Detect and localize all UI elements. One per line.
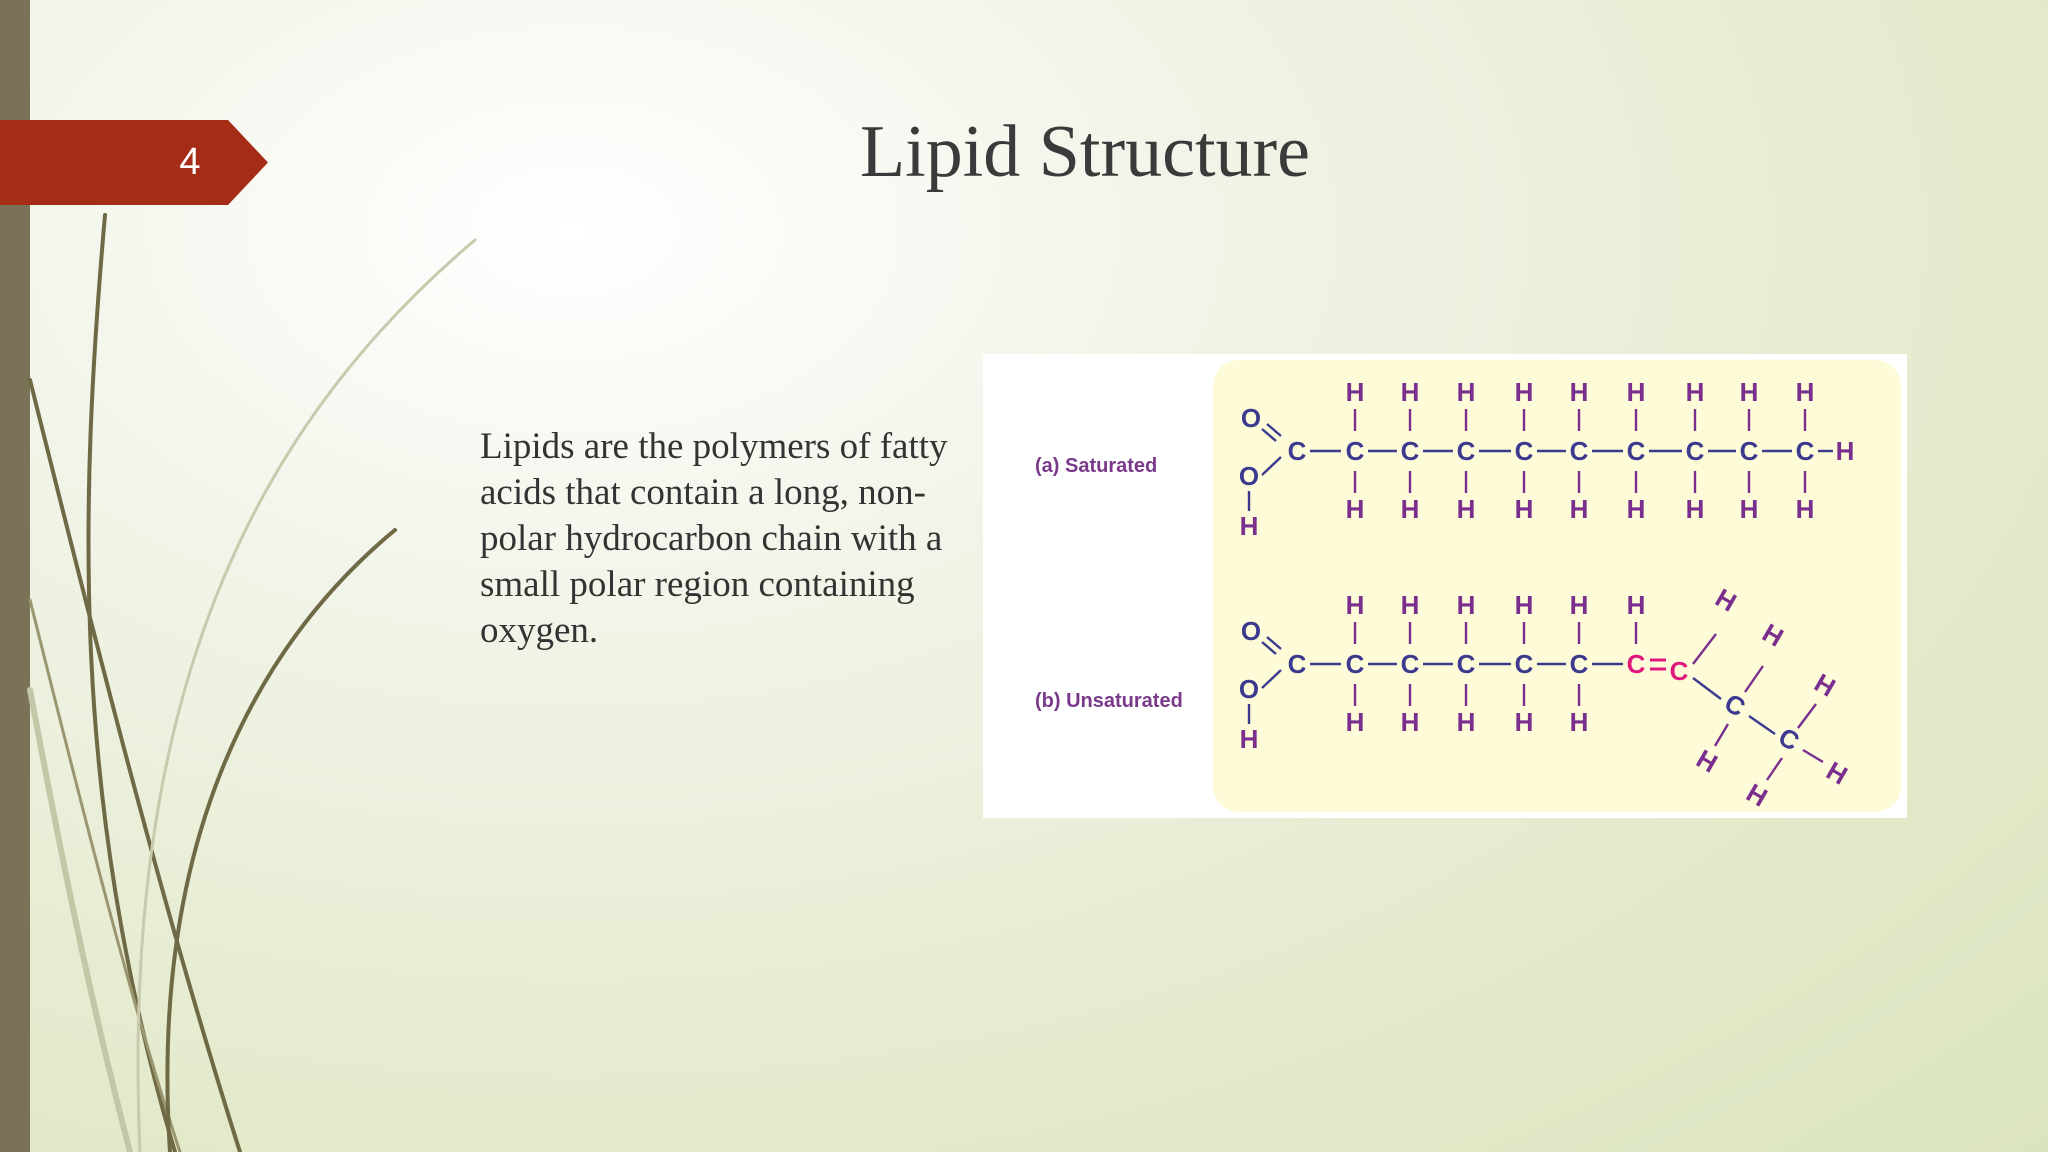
- unsat-double-carbon-1: C: [1627, 649, 1646, 679]
- unsat-tail-h-bond-4: [1797, 703, 1817, 729]
- sat-carbon-5: C: [1570, 436, 1589, 466]
- unsat-tail-h-bond-3: [1713, 723, 1730, 747]
- unsat-tail-h-bond-6: [1802, 748, 1824, 764]
- unsat-tail-h-bond-5: [1766, 757, 1783, 781]
- unsat-tail-bond-1: [1692, 677, 1722, 700]
- sat-double-bond-b: [1266, 423, 1282, 437]
- unsat-h-bottom-1: H: [1346, 707, 1365, 737]
- unsat-carbon-3: C: [1457, 649, 1476, 679]
- sat-h-top-4: H: [1515, 377, 1534, 407]
- unsat-tail-h-bond-1: [1692, 633, 1717, 665]
- page-number-arrow: [0, 120, 268, 205]
- sat-carbon-7: C: [1686, 436, 1705, 466]
- sat-hydroxyl-hydrogen: H: [1240, 511, 1259, 541]
- molecule-panel: [1213, 360, 1901, 812]
- sat-h-bottom-3: H: [1457, 494, 1476, 524]
- sat-oxygen-double: O: [1241, 403, 1261, 433]
- unsat-double-carbon-2: C: [1670, 656, 1689, 686]
- unsat-h-bottom-3: H: [1457, 707, 1476, 737]
- label-unsaturated: (b) Unsaturated: [1035, 690, 1183, 712]
- sat-h-top-6: H: [1627, 377, 1646, 407]
- label-saturated: (a) Saturated: [1035, 455, 1157, 477]
- sat-c-o-bond: [1261, 456, 1282, 476]
- unsat-tail-h-bond-2: [1744, 665, 1764, 693]
- sat-h-bottom-7: H: [1686, 494, 1705, 524]
- sat-oxygen-hydroxyl: O: [1239, 461, 1259, 491]
- sat-carbon-2: C: [1401, 436, 1420, 466]
- sat-h-bottom-6: H: [1627, 494, 1646, 524]
- body-text: Lipids are the polymers of fatty acids t…: [480, 426, 948, 651]
- sat-h-top-5: H: [1570, 377, 1589, 407]
- sat-h-top-8: H: [1740, 377, 1759, 407]
- sat-h-bottom-1: H: [1346, 494, 1365, 524]
- sat-h-top-1: H: [1346, 377, 1365, 407]
- unsat-h-bottom-5: H: [1570, 707, 1589, 737]
- sat-carbon-4: C: [1515, 436, 1534, 466]
- unsat-carbon-4: C: [1515, 649, 1534, 679]
- sat-h-bottom-4: H: [1515, 494, 1534, 524]
- unsat-carbon-1: C: [1346, 649, 1365, 679]
- slide-title: Lipid Structure: [859, 111, 1311, 193]
- unsat-hydroxyl-hydrogen: H: [1240, 724, 1259, 754]
- molecule-structures: OCOHCHHCHHCHHCHHCHHCHHCHHCHHCHHHOCOHCHHC…: [1239, 377, 1855, 813]
- unsat-oxygen-hydroxyl: O: [1239, 674, 1259, 704]
- sat-h-bottom-5: H: [1570, 494, 1589, 524]
- sat-double-bond-a: [1261, 428, 1277, 442]
- unsat-h-bottom-4: H: [1515, 707, 1534, 737]
- unsat-h-bottom-2: H: [1401, 707, 1420, 737]
- unsat-h-top-6: H: [1627, 590, 1646, 620]
- sat-h-top-9: H: [1796, 377, 1815, 407]
- sat-carbon-1: C: [1346, 436, 1365, 466]
- sat-h-top-7: H: [1686, 377, 1705, 407]
- unsat-tail-bond-2: [1748, 715, 1776, 735]
- unsat-h-top-1: H: [1346, 590, 1365, 620]
- sat-terminal-hydrogen: H: [1836, 436, 1855, 466]
- sat-carbon-8: C: [1740, 436, 1759, 466]
- page-number: 4: [179, 141, 201, 183]
- unsat-carbon-5: C: [1570, 649, 1589, 679]
- sat-carbon-6: C: [1627, 436, 1646, 466]
- sat-h-bottom-9: H: [1796, 494, 1815, 524]
- sat-carbon-9: C: [1796, 436, 1815, 466]
- unsat-oxygen-double: O: [1241, 616, 1261, 646]
- sat-h-top-2: H: [1401, 377, 1420, 407]
- unsat-h-top-2: H: [1401, 590, 1420, 620]
- sat-h-top-3: H: [1457, 377, 1476, 407]
- unsat-c-o-bond: [1261, 669, 1282, 689]
- unsat-carboxyl-carbon: C: [1288, 649, 1307, 679]
- unsat-h-top-5: H: [1570, 590, 1589, 620]
- unsat-h-top-3: H: [1457, 590, 1476, 620]
- unsat-double-bond-b: [1266, 636, 1282, 650]
- unsat-carbon-2: C: [1401, 649, 1420, 679]
- unsat-h-top-4: H: [1515, 590, 1534, 620]
- sat-h-bottom-2: H: [1401, 494, 1420, 524]
- sat-carboxyl-carbon: C: [1288, 436, 1307, 466]
- sat-carbon-3: C: [1457, 436, 1476, 466]
- unsat-double-bond-a: [1261, 641, 1277, 655]
- fatty-acid-diagram: (a) Saturated (b) Unsaturated OCOHCHHCHH…: [1035, 360, 1901, 813]
- sat-h-bottom-8: H: [1740, 494, 1759, 524]
